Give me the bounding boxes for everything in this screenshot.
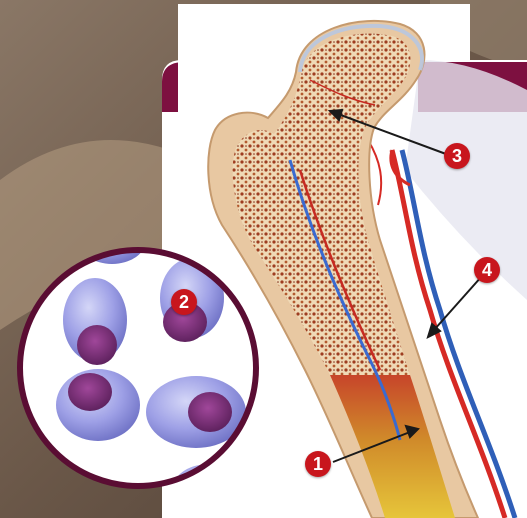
callout-marker-4: 4 [474,257,500,283]
callout-marker-2: 2 [171,289,197,315]
blood-cell [56,369,140,441]
callout-marker-3: 3 [444,143,470,169]
callout-marker-1: 1 [305,451,331,477]
